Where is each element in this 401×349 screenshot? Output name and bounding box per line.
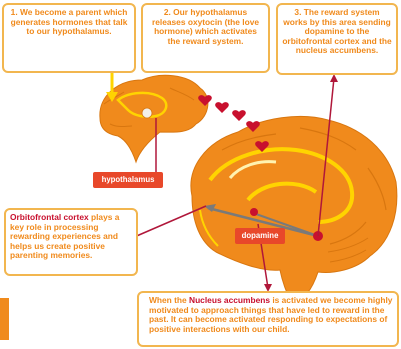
left-edge-accent: [0, 298, 9, 340]
nucleus-accumbens-box: When the Nucleus accumbens is activated …: [137, 291, 399, 347]
heart-icon: [215, 102, 229, 113]
hypothalamus-label: hypothalamus: [93, 172, 163, 188]
step-3-text: 3. The reward system works by this area …: [282, 7, 391, 55]
orbitofrontal-title: Orbitofrontal cortex: [10, 212, 89, 222]
nucleus-accumbens-intro: When the: [149, 295, 189, 305]
nucleus-accumbens-title: Nucleus accumbens: [189, 295, 270, 305]
step-1-box: 1. We become a parent which generates ho…: [2, 3, 136, 73]
large-brain: [191, 116, 397, 304]
heart-icon: [232, 110, 246, 121]
step-2-text: 2. Our hypothalamus releases oxytocin (t…: [152, 7, 259, 46]
step-3-box: 3. The reward system works by this area …: [276, 3, 398, 75]
dopamine-label: dopamine: [235, 228, 285, 244]
step-2-box: 2. Our hypothalamus releases oxytocin (t…: [141, 3, 270, 73]
small-brain-hypothalamus-dot: [142, 108, 152, 118]
small-brain: [100, 75, 208, 162]
orbitofrontal-box: Orbitofrontal cortex plays a key role in…: [4, 208, 138, 276]
step-1-text: 1. We become a parent which generates ho…: [11, 7, 128, 36]
